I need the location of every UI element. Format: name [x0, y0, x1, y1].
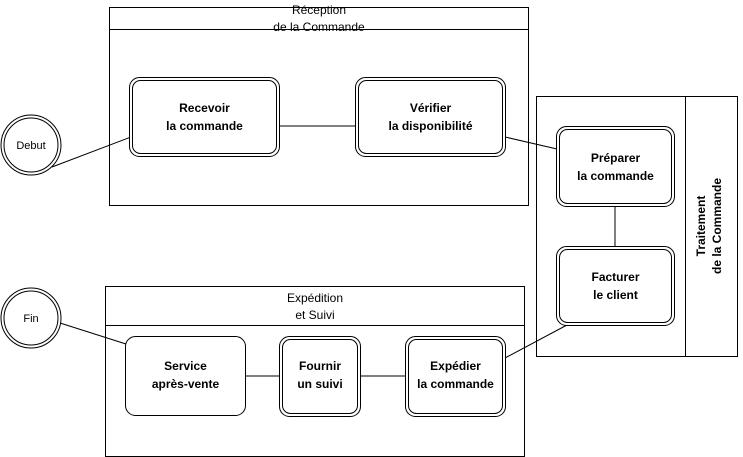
task-verifier[interactable]: Vérifier la disponibilité [355, 77, 506, 157]
task-preparer[interactable]: Préparer la commande [556, 126, 675, 207]
task-expedier[interactable]: Expédier la commande [405, 336, 506, 417]
task-fournir-line1: Fournir [299, 359, 341, 373]
task-service[interactable]: Service après-vente [125, 336, 246, 416]
task-recevoir[interactable]: Recevoir la commande [129, 77, 280, 157]
task-facturer-line1: Facturer [591, 270, 639, 284]
edge-facturer-expedier [504, 324, 568, 359]
event-debut-label: Debut [16, 140, 45, 152]
edge-service-fin [59, 322, 127, 345]
task-facturer[interactable]: Facturer le client [556, 246, 675, 326]
task-facturer-line2: le client [593, 288, 638, 302]
connectors [51, 125, 616, 377]
edge-debut-recevoir [51, 136, 132, 168]
task-service-line2: après-vente [152, 377, 220, 391]
task-preparer-line1: Préparer [591, 151, 641, 165]
pool-reception-title-line1: Réception [292, 3, 346, 17]
pool-expedition-title-line1: Expédition [287, 291, 343, 305]
event-fin[interactable]: Fin [0, 287, 62, 349]
task-expedier-line2: la commande [417, 377, 494, 391]
task-verifier-line1: Vérifier [410, 101, 452, 115]
task-recevoir-line1: Recevoir [179, 101, 230, 115]
task-verifier-line2: la disponibilité [388, 119, 472, 133]
task-fournir-line2: un suivi [297, 377, 342, 391]
task-expedier-line1: Expédier [430, 359, 481, 373]
event-debut[interactable]: Debut [0, 114, 62, 176]
edge-verifier-preparer [504, 136, 558, 150]
pool-reception-title-line2: de la Commande [273, 20, 365, 34]
pool-expedition-title-line2: et Suivi [295, 308, 334, 322]
task-fournir[interactable]: Fournir un suivi [279, 336, 361, 417]
pool-traitement-title-line2: de la Commande [710, 178, 724, 274]
event-fin-label: Fin [23, 313, 38, 325]
task-service-line1: Service [164, 359, 207, 373]
pool-traitement-title-line1: Traitement [694, 196, 708, 257]
task-preparer-line2: la commande [577, 169, 654, 183]
task-recevoir-line2: la commande [166, 119, 243, 133]
